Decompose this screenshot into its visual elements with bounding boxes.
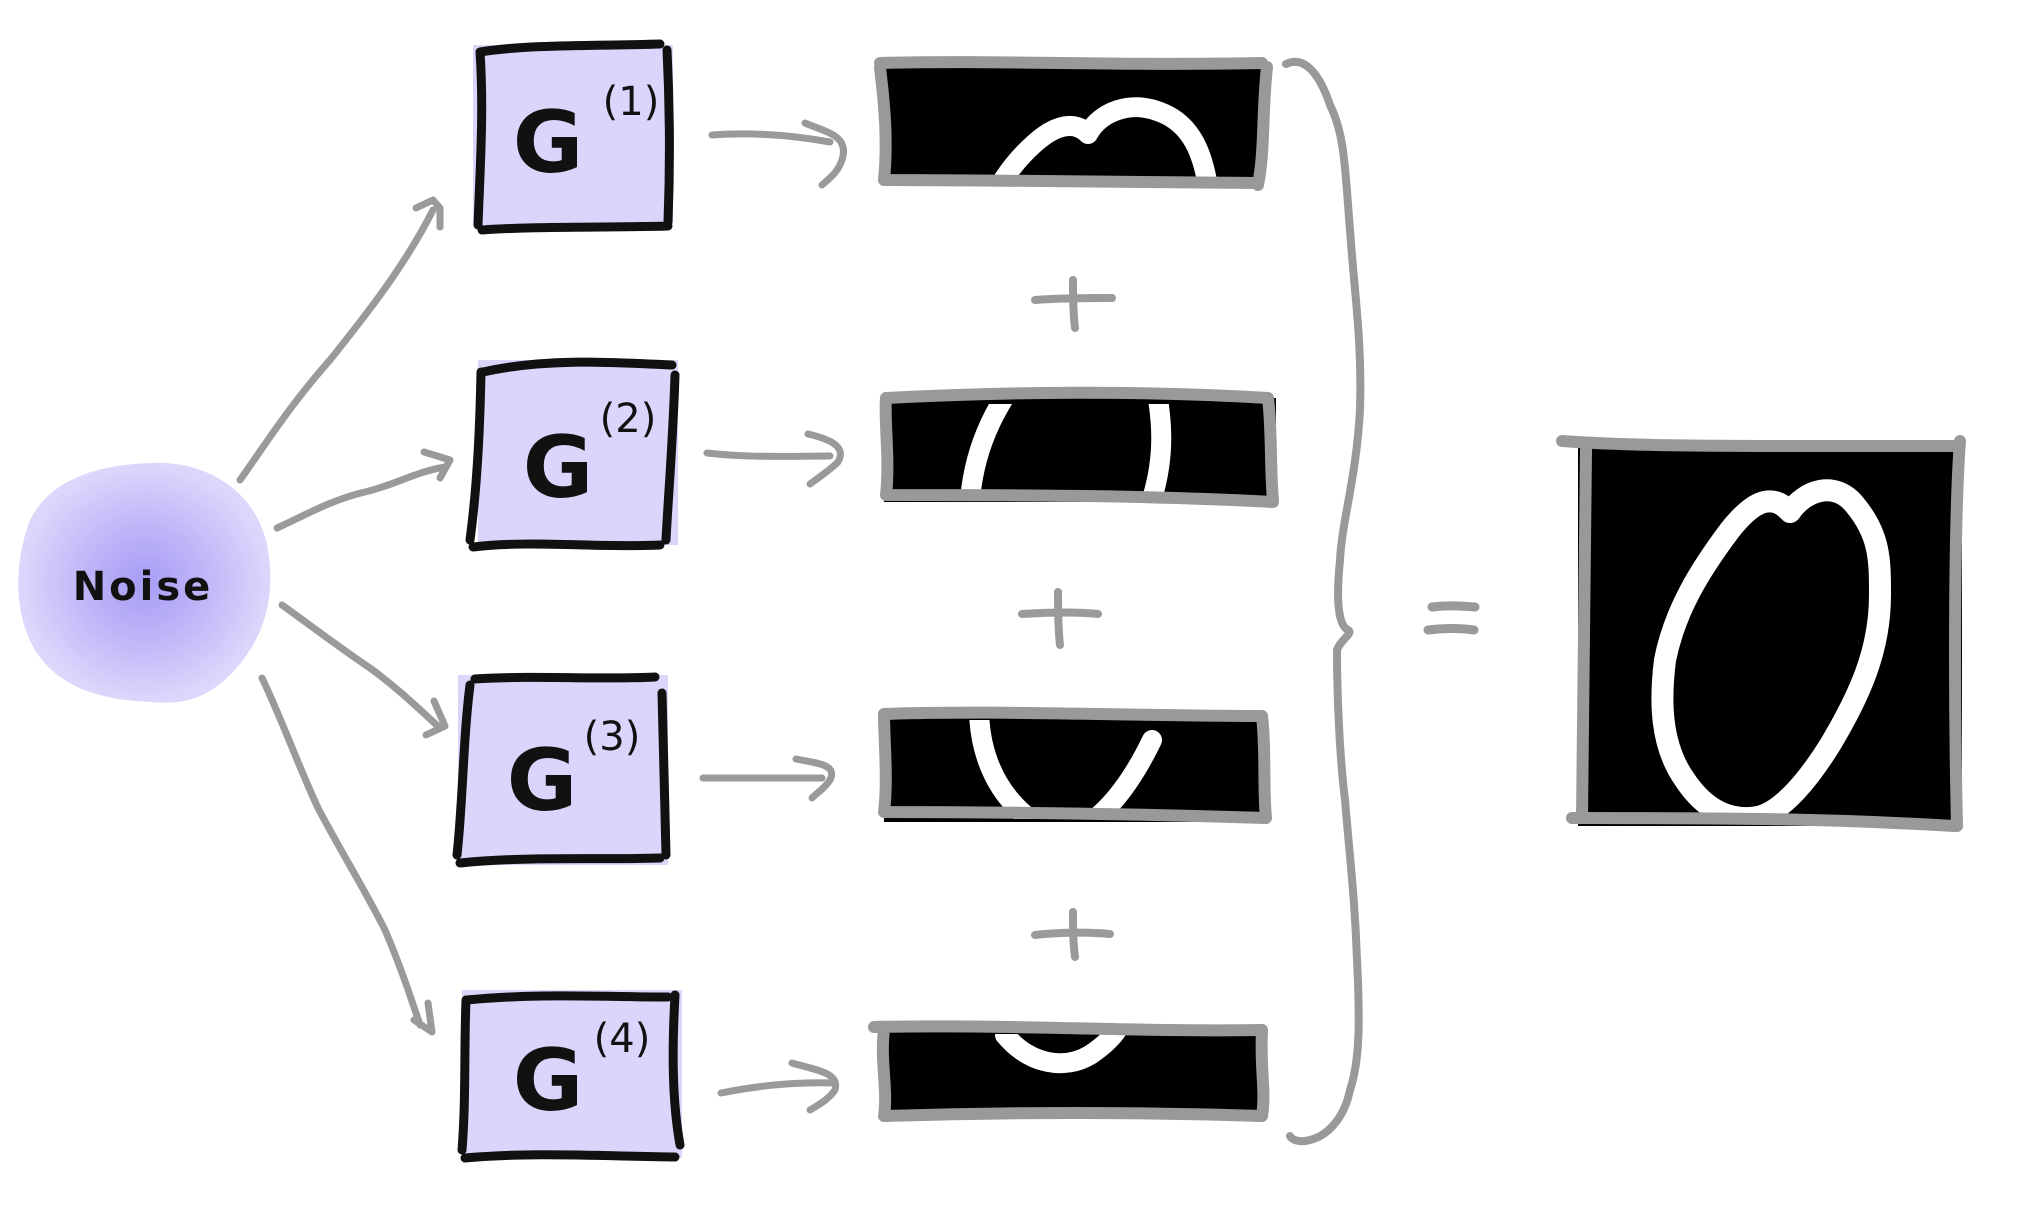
arrowhead-image2: [804, 430, 844, 488]
generator-g3: G (3): [452, 672, 671, 868]
arrowhead-g1: [412, 196, 444, 231]
arrowhead-g2: [420, 448, 454, 482]
arrow-noise-to-g3: [278, 601, 444, 732]
partial-image-1: [874, 56, 1273, 191]
arrowhead-g4: [410, 999, 436, 1036]
arrow-g4-to-image4: [717, 1079, 839, 1097]
arrow-noise-to-g1: [236, 206, 437, 484]
partial-image-2: [879, 386, 1279, 508]
arrow-noise-to-g4: [258, 674, 424, 1029]
arrow-g2-to-image2: [703, 449, 834, 460]
generator-g4-superscript: (4): [594, 1016, 651, 1062]
arrowhead-g3: [422, 697, 449, 739]
curly-brace: [1282, 58, 1365, 1146]
arrow-g1-to-image1: [708, 130, 834, 146]
generator-g1-symbol: G: [513, 93, 584, 193]
equals-symbol-text: =: [0, 0, 1, 1]
generator-g4-symbol: G: [513, 1031, 584, 1131]
digit-zero-stroke-3: [969, 720, 1162, 819]
arrowhead-image1: [801, 119, 847, 189]
generator-g1-superscript: (1): [603, 79, 660, 125]
equals-sign: [1423, 601, 1480, 635]
arrow-noise-to-g2: [273, 463, 449, 532]
generator-g2: G (2): [465, 357, 680, 552]
plus-sign-1: [1031, 276, 1116, 332]
plus-sign-2: [1018, 588, 1102, 649]
generator-g1: G (1): [473, 39, 674, 235]
noise-blob: [18, 462, 271, 703]
plus-signs: [1018, 276, 1116, 961]
plus-symbol-text: +: [0, 0, 1, 1]
digit-zero-stroke-1: [990, 97, 1218, 181]
generator-g3-superscript: (3): [584, 714, 641, 760]
arrowhead-image3: [792, 755, 836, 802]
final-image: [1556, 435, 1966, 832]
partial-image-3: [878, 706, 1272, 824]
generator-to-image-arrows: [699, 119, 847, 1114]
noise-to-generator-arrows: [236, 196, 454, 1036]
partial-image-4: [868, 1020, 1270, 1122]
generator-g4: G (4): [457, 990, 685, 1163]
digit-zero-stroke-2: [960, 404, 1172, 498]
digit-zero-stroke-4: [995, 1034, 1127, 1074]
noise-node: Noise: [18, 462, 271, 703]
noise-label: Noise: [73, 564, 214, 610]
generator-g3-symbol: G: [507, 731, 578, 831]
arrowhead-image4: [788, 1059, 840, 1114]
plus-sign-3: [1031, 908, 1114, 961]
generator-g2-superscript: (2): [600, 396, 657, 442]
generator-g2-symbol: G: [523, 418, 594, 518]
